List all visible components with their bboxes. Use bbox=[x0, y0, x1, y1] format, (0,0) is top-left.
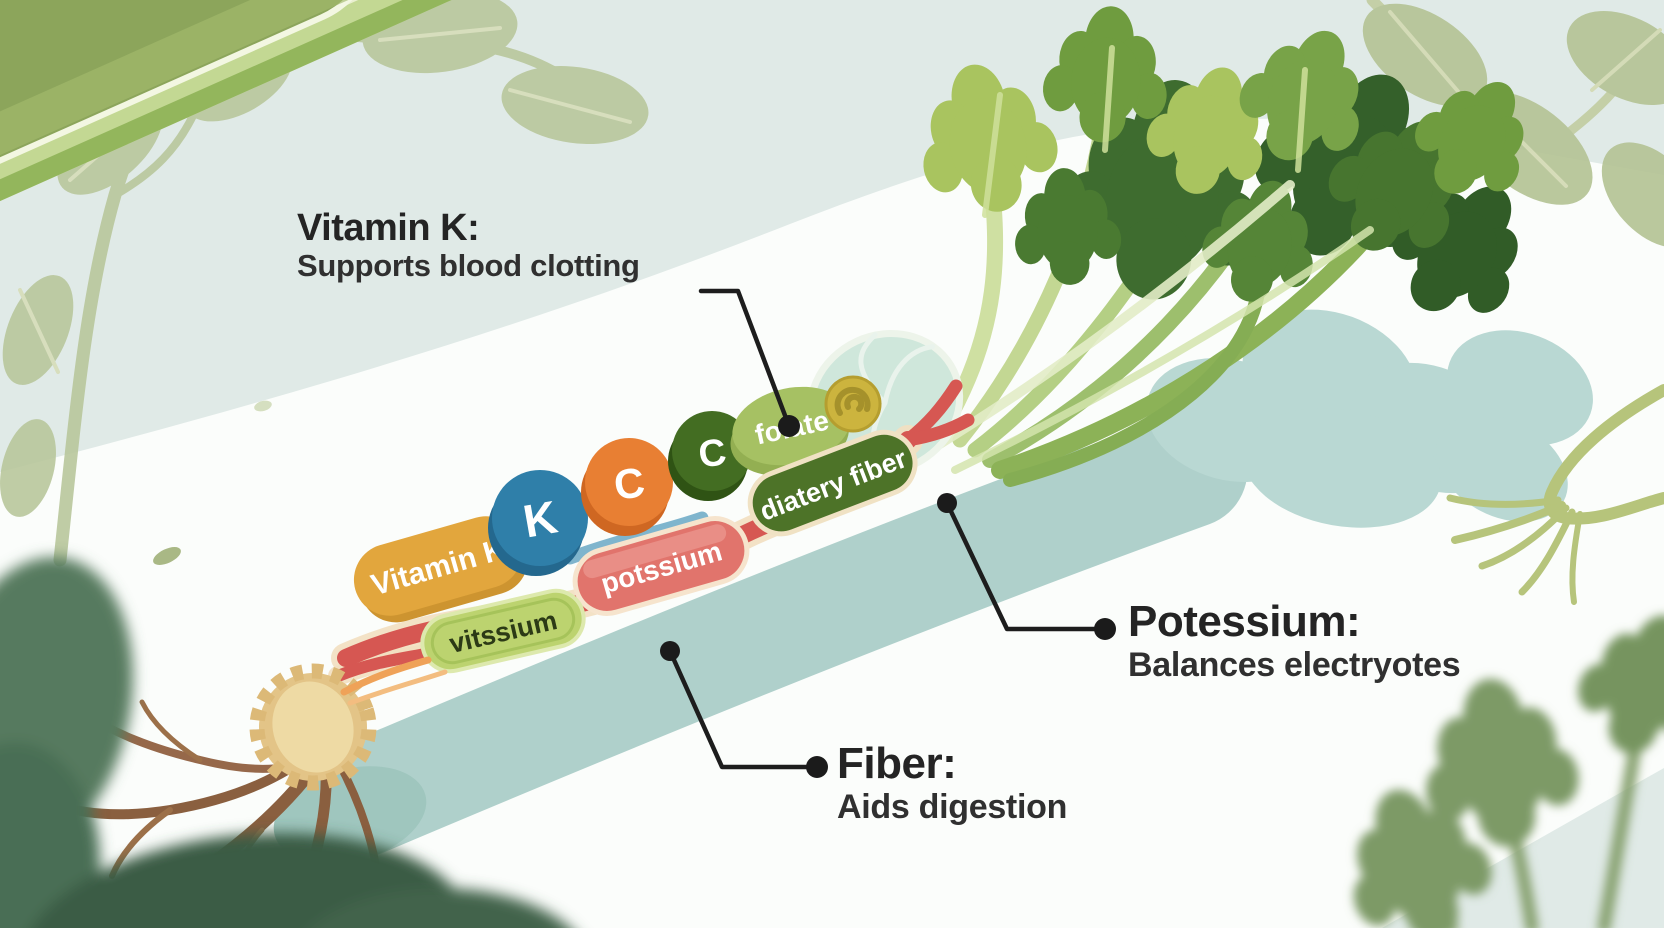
k-badge: K bbox=[488, 470, 588, 576]
celery-stalk bbox=[0, 0, 544, 313]
c-badge-green: C bbox=[668, 411, 752, 501]
leader-vitamin-k bbox=[698, 288, 792, 429]
dot-potassium-start bbox=[937, 493, 957, 513]
leader-fiber bbox=[667, 648, 820, 770]
teal-parsley-silhouette bbox=[1146, 309, 1593, 528]
decor-fleck bbox=[254, 400, 272, 412]
swirl-badge bbox=[824, 375, 882, 433]
callout-fiber-title: Fiber: bbox=[837, 739, 957, 788]
vitssium-pill: vitssium bbox=[420, 588, 586, 674]
callout-potassium-title: Potessium: bbox=[1128, 597, 1361, 646]
c-badge-green-label: C bbox=[696, 431, 729, 476]
callout-vitamin-k: Vitamin K: Supports blood clotting bbox=[297, 207, 640, 284]
dot-potassium-end bbox=[1094, 618, 1116, 640]
callout-potassium: Potessium: Balances electryotes bbox=[1128, 597, 1461, 684]
swirl-icon bbox=[834, 386, 871, 416]
base-strand bbox=[347, 669, 448, 706]
callout-potassium-subtitle: Balances electryotes bbox=[1128, 645, 1461, 684]
decor-fleck bbox=[153, 547, 181, 565]
callout-vitamin-k-title: Vitamin K: bbox=[297, 207, 480, 249]
decor-sprout-right bbox=[1446, 384, 1664, 605]
dot-vitamin-k bbox=[778, 415, 800, 437]
decor-blur-bottom-right bbox=[1324, 596, 1664, 928]
callout-fiber-subtitle: Aids digestion bbox=[837, 787, 1068, 826]
dot-fiber-start bbox=[660, 641, 680, 661]
leader-dots bbox=[660, 415, 1116, 778]
base-strand bbox=[340, 656, 432, 696]
celery-leaves bbox=[904, 0, 1556, 474]
dietary-fiber-pill: diatery fiber bbox=[747, 429, 918, 537]
dot-fiber-end bbox=[806, 756, 828, 778]
c-badge-orange-label: C bbox=[611, 458, 648, 509]
callout-vitamin-k-subtitle: Supports blood clotting bbox=[297, 248, 640, 284]
decor-blur-bottom-left bbox=[0, 556, 570, 928]
leader-potassium bbox=[944, 500, 1108, 632]
stalk-cavity bbox=[0, 0, 371, 197]
vitamin-k-pill: Vitamin K bbox=[353, 516, 529, 623]
leader-lines bbox=[667, 288, 1108, 770]
c-badge-orange: C bbox=[581, 438, 673, 536]
potassium-pill: potssium bbox=[572, 516, 750, 616]
callout-fiber: Fiber: Aids digestion bbox=[837, 740, 1067, 826]
